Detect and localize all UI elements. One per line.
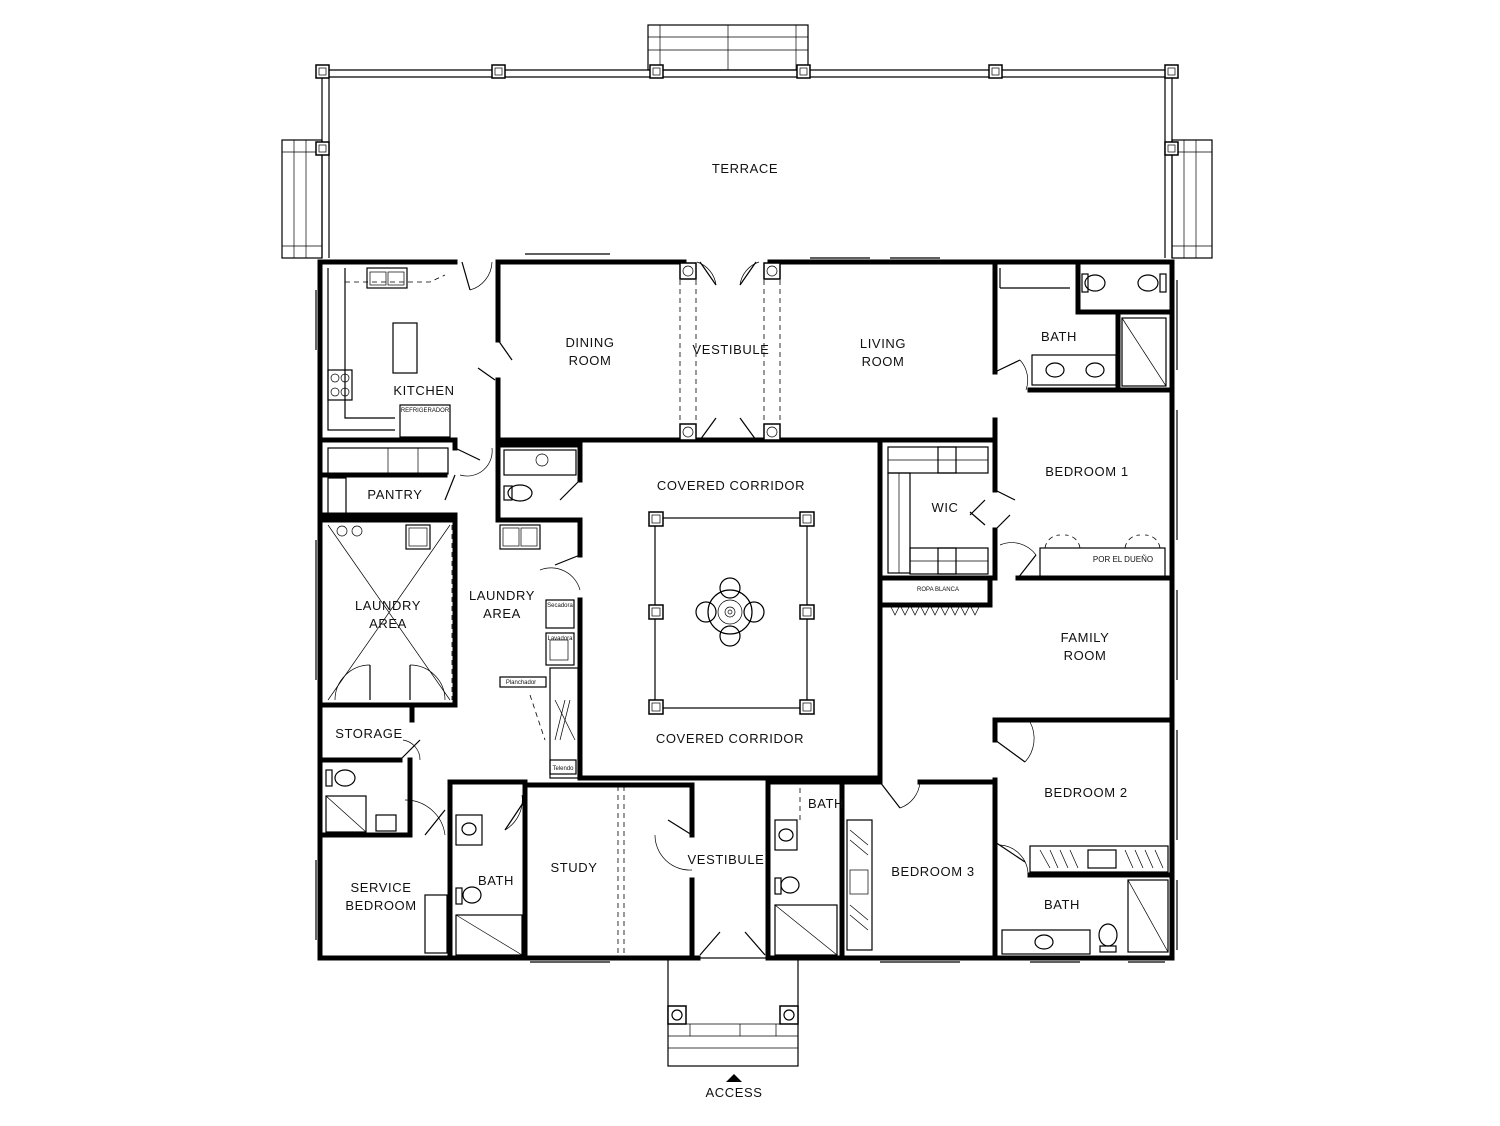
- doors: [334, 261, 1037, 956]
- entry-steps: [667, 957, 799, 1082]
- label-pantry: PANTRY: [367, 487, 422, 502]
- fountain: [695, 577, 765, 647]
- label-terrace: TERRACE: [712, 161, 778, 176]
- label-por-el-dueno: POR EL DUEÑO: [1093, 555, 1153, 564]
- label-family-room-1: FAMILY: [1061, 630, 1110, 645]
- label-secadora: Secadora: [547, 603, 573, 609]
- label-bath-master: BATH: [1041, 329, 1077, 344]
- label-ropa-blanca: ROPA BLANCA: [917, 587, 959, 593]
- label-bedroom2: BEDROOM 2: [1044, 785, 1127, 800]
- walls: [317, 259, 1175, 961]
- access-arrow-icon: [726, 1074, 742, 1082]
- label-family-room-2: ROOM: [1064, 648, 1107, 663]
- label-lavadora: Lavadora: [547, 636, 573, 642]
- label-laundry-mid-2: AREA: [483, 606, 521, 621]
- label-bedroom1: BEDROOM 1: [1045, 464, 1128, 479]
- windows: [315, 253, 1178, 963]
- fixtures: [325, 267, 1169, 956]
- label-dining-1: DINING: [565, 335, 614, 350]
- courtyard: [648, 511, 815, 715]
- label-study: STUDY: [550, 860, 597, 875]
- label-service-bedroom-1: SERVICE: [350, 880, 411, 895]
- label-bath-b2: BATH: [1044, 897, 1080, 912]
- label-bath-study: BATH: [478, 873, 514, 888]
- label-living-2: ROOM: [862, 354, 905, 369]
- label-planchador: Planchador: [506, 680, 536, 686]
- label-dining-2: ROOM: [569, 353, 612, 368]
- label-laundry-left-1: LAUNDRY: [355, 598, 421, 613]
- label-wic: WIC: [931, 500, 958, 515]
- terrace-structure: [281, 24, 1213, 259]
- label-bedroom3: BEDROOM 3: [891, 864, 974, 879]
- label-laundry-left-2: AREA: [369, 616, 407, 631]
- room-labels: TERRACE DINING ROOM VESTIBULE LIVING ROO…: [335, 161, 1153, 1100]
- label-access: ACCESS: [705, 1085, 762, 1100]
- label-refrigerador: REFRIGERADOR: [401, 408, 450, 414]
- label-corridor-top: COVERED CORRIDOR: [657, 478, 805, 493]
- label-laundry-mid-1: LAUNDRY: [469, 588, 535, 603]
- label-telendo: Telendo: [552, 766, 574, 772]
- label-living-1: LIVING: [860, 336, 906, 351]
- label-service-bedroom-2: BEDROOM: [345, 898, 416, 913]
- label-vestibule-top: VESTIBULE: [693, 342, 770, 357]
- label-corridor-bottom: COVERED CORRIDOR: [656, 731, 804, 746]
- label-bath-b3: BATH: [808, 796, 844, 811]
- label-kitchen: KITCHEN: [393, 383, 454, 398]
- label-storage: STORAGE: [335, 726, 403, 741]
- label-vestibule-bottom: VESTIBULE: [688, 852, 765, 867]
